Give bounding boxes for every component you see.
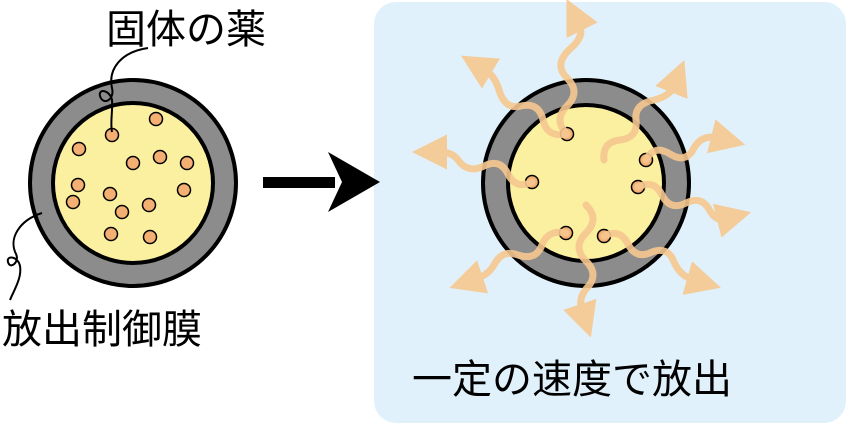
membrane-leader xyxy=(6,212,43,301)
particle xyxy=(70,177,86,193)
particle xyxy=(102,186,118,202)
release-arrows xyxy=(412,0,752,338)
particle xyxy=(148,111,164,127)
particle xyxy=(103,226,119,242)
particle xyxy=(179,155,195,171)
particle xyxy=(71,141,87,157)
particle xyxy=(176,182,192,198)
release-arrow-downright xyxy=(600,229,721,295)
drug-core xyxy=(51,101,215,265)
release-arrow-downleft xyxy=(449,228,570,294)
release-membrane-label: 放出制御膜 xyxy=(2,307,202,353)
release-arrow-upright xyxy=(600,60,688,164)
release-arrow-right xyxy=(634,180,752,238)
release-arrow-left xyxy=(412,134,536,189)
release-arrow-up xyxy=(556,0,598,138)
particle xyxy=(152,149,168,165)
transition-arrow xyxy=(263,152,380,212)
particle xyxy=(65,194,81,210)
release-arrow-down xyxy=(563,201,597,338)
particle xyxy=(142,229,158,245)
particle xyxy=(141,197,157,213)
particle xyxy=(114,204,130,220)
constant-release-label: 一定の速度で放出 xyxy=(412,357,732,403)
release-arrow-upleft xyxy=(460,55,571,139)
solid-drug-label: 固体の薬 xyxy=(106,7,266,53)
release-arrow-right-upper xyxy=(642,119,746,164)
drug-particles xyxy=(65,111,195,245)
solid-drug-leader xyxy=(98,47,149,133)
particle xyxy=(125,155,141,171)
capsule-before xyxy=(28,78,238,288)
